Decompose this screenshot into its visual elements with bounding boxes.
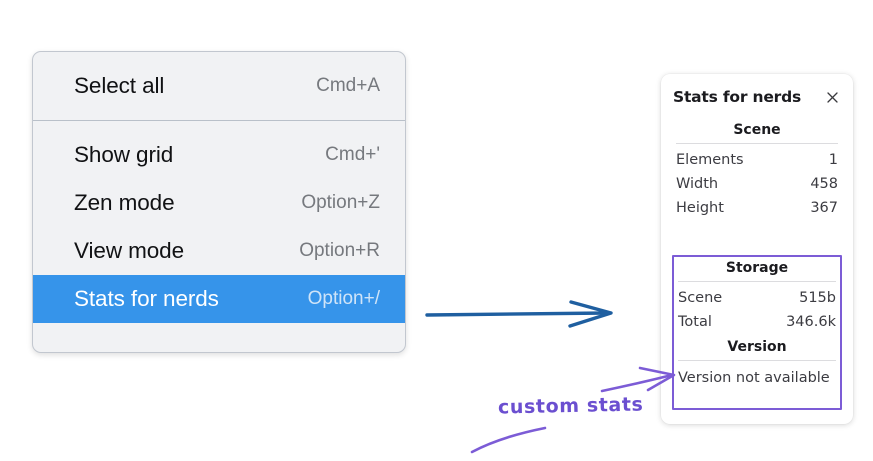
menu-item-label: Stats for nerds [74, 286, 219, 311]
menu-group-padding [33, 110, 405, 120]
panel-title: Stats for nerds [673, 88, 802, 106]
menu-item-view-mode[interactable]: View mode Option+R [33, 227, 405, 275]
menu-item-label: Zen mode [74, 190, 175, 215]
version-text: Version not available [678, 370, 830, 387]
stat-row: Elements 1 [673, 148, 841, 172]
menu-item-label: Show grid [74, 142, 174, 167]
version-section: Version Version not available [675, 334, 839, 391]
stat-row: Total 346.6k [675, 310, 839, 334]
blue-arrow-annotation [425, 300, 613, 328]
stat-row: Scene 515b [675, 286, 839, 310]
menu-item-zen-mode[interactable]: Zen mode Option+Z [33, 179, 405, 227]
stat-label: Elements [676, 152, 744, 168]
context-menu: Select all Cmd+A Show grid Cmd+' Zen mod… [32, 51, 406, 353]
menu-item-label: View mode [74, 238, 184, 263]
section-divider [676, 143, 838, 144]
stat-value: 458 [810, 176, 838, 193]
menu-item-shortcut: Option+Z [301, 192, 380, 213]
menu-item-show-grid[interactable]: Show grid Cmd+' [33, 131, 405, 179]
version-section-title: Version [727, 339, 787, 356]
menu-item-select-all[interactable]: Select all Cmd+A [33, 62, 405, 110]
menu-group-padding [33, 121, 405, 131]
stat-label: Total [678, 314, 712, 331]
menu-item-shortcut: Option+R [299, 240, 380, 261]
stat-row: Width 458 [673, 172, 841, 196]
menu-item-shortcut: Cmd+A [316, 75, 380, 96]
menu-item-shortcut: Option+/ [307, 288, 380, 309]
menu-top-padding [33, 52, 405, 62]
storage-section: Storage Scene 515b Total 346.6k [675, 255, 839, 334]
stat-label: Width [676, 176, 719, 193]
section-divider [678, 281, 836, 282]
panel-header: Stats for nerds [673, 85, 841, 109]
menu-divider [33, 120, 405, 121]
stat-row: Height 367 [673, 196, 841, 220]
stat-value: 367 [810, 200, 838, 217]
stat-label: Height [676, 200, 724, 217]
menu-item-label: Select all [74, 73, 165, 98]
scene-section-title: Scene [733, 122, 781, 138]
close-icon[interactable] [823, 88, 841, 106]
custom-stats-sections: Storage Scene 515b Total 346.6k Version … [672, 255, 842, 391]
stat-value: 1 [828, 152, 838, 168]
menu-bottom-padding [33, 323, 405, 343]
scene-section: Scene Elements 1 Width 458 Height 367 [673, 117, 841, 221]
purple-underline-annotation [470, 426, 547, 454]
menu-item-stats-for-nerds[interactable]: Stats for nerds Option+/ [33, 275, 405, 323]
menu-item-shortcut: Cmd+' [325, 144, 380, 165]
custom-stats-annotation-label: custom stats [497, 393, 644, 419]
section-divider [678, 360, 836, 362]
stats-for-nerds-panel: Stats for nerds Scene Elements 1 Width 4… [661, 74, 853, 424]
stat-value: 515b [799, 290, 836, 306]
stat-label: Scene [678, 290, 723, 306]
stat-value: 346.6k [786, 314, 836, 331]
storage-section-title: Storage [725, 260, 789, 276]
